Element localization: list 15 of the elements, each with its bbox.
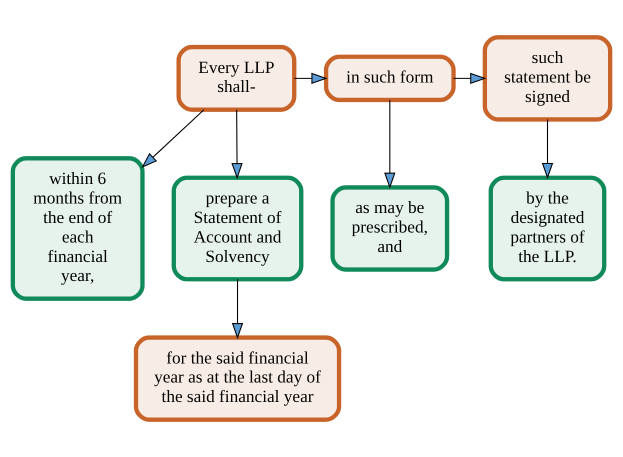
arrow — [542, 119, 554, 180]
arrow — [232, 279, 244, 340]
arrow — [454, 72, 486, 84]
node-box: within 6 months from the end of each financial year, — [10, 156, 145, 301]
arrow — [231, 110, 243, 180]
arrow — [384, 100, 396, 189]
node-box: by the designated partners of the LLP. — [488, 176, 606, 282]
arrow — [294, 72, 328, 84]
node-box: such statement be signed — [482, 35, 612, 122]
node-box: as may be prescribed, and — [330, 185, 450, 272]
node-box: in such form — [324, 54, 456, 102]
node-box: Every LLP shall- — [176, 44, 296, 112]
node-box: prepare a Statement of Account and Solvency — [172, 176, 304, 282]
arrow — [141, 109, 204, 168]
node-box: for the said financial year as at the last day of the said financial year — [134, 335, 342, 422]
